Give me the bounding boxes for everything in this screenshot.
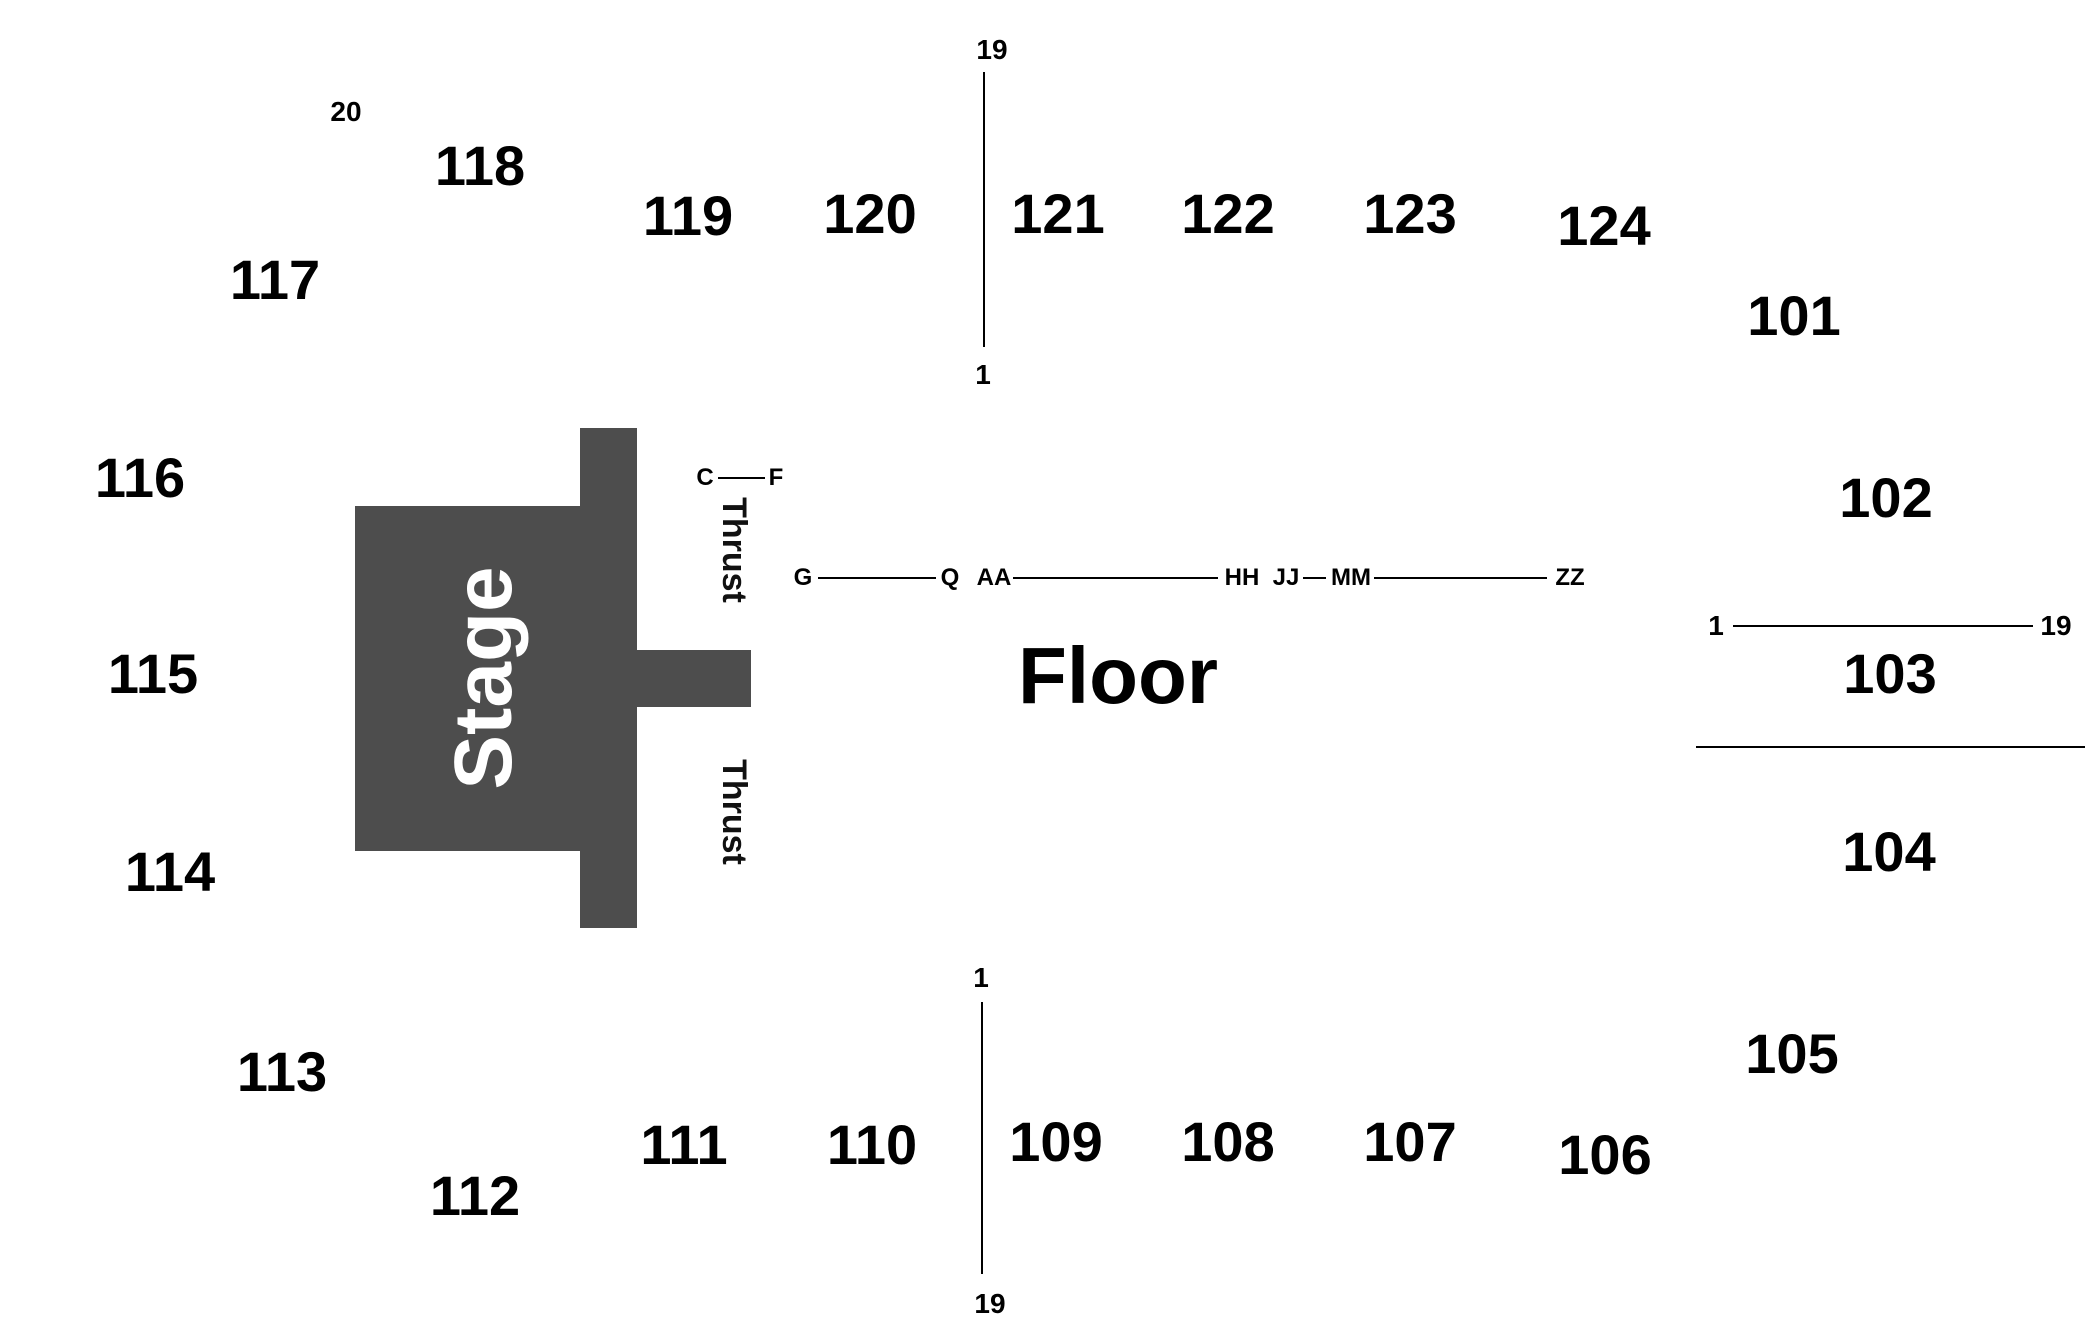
section-124[interactable]: 124 (1557, 194, 1651, 257)
section-113[interactable]: 113 (236, 1040, 328, 1103)
floor-row-c: C (696, 464, 714, 491)
seat-line-top (983, 72, 985, 347)
floor-row-zz: ZZ (1555, 564, 1585, 591)
section-109[interactable]: 109 (1009, 1110, 1103, 1173)
thrust-label-top: Thrust (715, 497, 753, 603)
section-divider-103-104 (1696, 746, 2085, 748)
floor-row-mm: MM (1331, 564, 1371, 591)
seat-line-bottom (981, 1002, 983, 1274)
section-118[interactable]: 118 (434, 134, 526, 197)
section-102[interactable]: 102 (1839, 466, 1933, 529)
seat-number-bottom-upper: 1 (973, 962, 989, 993)
section-108[interactable]: 108 (1181, 1110, 1275, 1173)
floor-row-f: F (768, 464, 784, 491)
seat-line-right (1733, 625, 2033, 627)
row-line-aa-hh (1013, 577, 1218, 579)
seat-number-right-left: 1 (1708, 610, 1724, 641)
seat-number-top-lower: 1 (975, 359, 991, 390)
thrust-label-bottom: Thrust (715, 759, 753, 865)
seat-number-right-right: 19 (2040, 610, 2072, 641)
floor-row-hh: HH (1224, 564, 1260, 591)
section-111[interactable]: 111 (640, 1113, 728, 1176)
section-101[interactable]: 101 (1747, 284, 1841, 347)
section-122[interactable]: 122 (1181, 182, 1275, 245)
row-line-g-q (818, 577, 936, 579)
section-112[interactable]: 112 (429, 1164, 521, 1227)
section-104[interactable]: 104 (1842, 820, 1936, 883)
row-line-c-f (718, 477, 765, 479)
section-107[interactable]: 107 (1363, 1110, 1457, 1173)
stage-thrust-stem (636, 650, 751, 707)
section-123[interactable]: 123 (1363, 182, 1457, 245)
section-114[interactable]: 114 (124, 840, 216, 903)
floor-row-q: Q (940, 564, 960, 591)
stage-label: Stage (438, 566, 529, 790)
row-line-jj-mm (1303, 577, 1326, 579)
section-106[interactable]: 106 (1558, 1123, 1652, 1186)
seat-number-top-left: 20 (330, 96, 362, 127)
seat-number-top-upper: 19 (976, 34, 1008, 65)
section-105[interactable]: 105 (1745, 1022, 1839, 1085)
section-120[interactable]: 120 (823, 182, 917, 245)
seat-number-bottom-lower: 19 (974, 1288, 1006, 1319)
floor-row-g: G (793, 564, 813, 591)
section-119[interactable]: 119 (642, 184, 734, 247)
floor-label[interactable]: Floor (1018, 631, 1218, 720)
row-line-mm-zz (1374, 577, 1547, 579)
section-115[interactable]: 115 (107, 642, 199, 705)
section-117[interactable]: 117 (229, 248, 321, 311)
section-121[interactable]: 121 (1011, 182, 1105, 245)
section-116[interactable]: 116 (94, 446, 186, 509)
stage-upper-wing (580, 428, 637, 928)
section-110[interactable]: 110 (826, 1113, 918, 1176)
floor-row-jj: JJ (1272, 564, 1300, 591)
floor-row-aa: AA (976, 564, 1012, 591)
section-103[interactable]: 103 (1843, 642, 1937, 705)
